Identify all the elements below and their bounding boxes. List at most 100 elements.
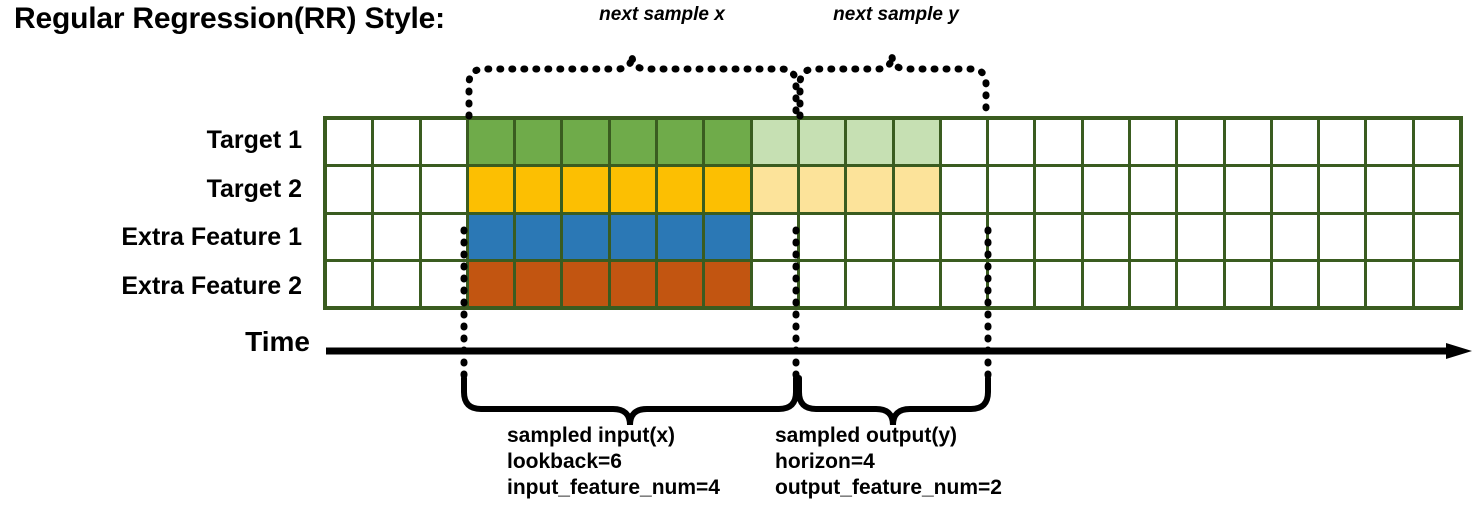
grid-cell [847,167,892,212]
grid-cell [752,167,797,212]
grid-cell [563,167,608,212]
grid-cell [1036,214,1081,259]
grid-cell [374,214,419,259]
grid-cell [1178,214,1223,259]
grid-cell [468,261,514,306]
grid-cell [1225,120,1270,165]
top-brace-label-next-sample-x: next sample x [599,4,725,25]
grid-cell [1367,167,1412,212]
grid-cell [1083,214,1128,259]
grid-cell [1414,214,1459,259]
grid-cell [1130,261,1176,306]
top-brace-next-sample-x [465,54,800,120]
grid-cell [1414,120,1459,165]
row-label-target-1: Target 1 [206,126,302,154]
grid-cell [1225,214,1270,259]
grid-cell [658,120,703,165]
grid-cell [1414,261,1459,306]
grid-cell [327,120,372,165]
time-axis-label: Time [245,326,310,357]
note-sampled-input: sampled input(x) lookback=6 input_featur… [507,423,720,501]
grid-cell [421,261,466,306]
grid-cell [799,261,845,306]
grid-cell [374,261,419,306]
grid-cell [705,214,750,259]
grid-cell [563,261,608,306]
grid-cell [1178,167,1223,212]
grid-cell [516,214,561,259]
grid-cell [1320,120,1365,165]
note-sampled-input-line-3: input_feature_num=4 [507,476,720,499]
page-title: Regular Regression(RR) Style: [14,2,445,35]
grid-cell [1178,261,1223,306]
grid-cell [327,167,372,212]
grid-cell [1272,261,1318,306]
time-axis-arrow-icon [326,343,1472,359]
row-label-target-2: Target 2 [206,174,302,203]
grid-cell [327,214,372,259]
grid-cell [847,120,892,165]
row-label-group: Target 1 Target 2 Extra Feature 1 Extra … [40,116,312,310]
grid-cell [1130,214,1176,259]
grid-cell [516,167,561,212]
grid-cell [374,167,419,212]
grid-cell [1225,261,1270,306]
grid-cell [1083,120,1128,165]
grid-cell [563,214,608,259]
grid-cell [705,261,750,306]
grid-cell [563,120,608,165]
grid-cell [752,214,797,259]
grid-cell [516,120,561,165]
grid-cell [1320,167,1365,212]
grid-cell [610,214,656,259]
grid-cell [421,120,466,165]
grid-cell [1178,120,1223,165]
grid-cell [989,214,1034,259]
grid-cell [941,214,987,259]
grid-cell [1225,167,1270,212]
grid-cell [468,167,514,212]
grid-cell [1130,167,1176,212]
grid-cell [1130,120,1176,165]
note-sampled-output-line-2: horizon=4 [775,450,875,473]
grid-cell [1036,261,1081,306]
grid-cell [1036,120,1081,165]
grid-cell [1272,120,1318,165]
top-brace-next-sample-y [796,54,990,120]
grid-cell [1036,167,1081,212]
grid-cell [799,167,845,212]
note-sampled-output: sampled output(y) horizon=4 output_featu… [775,423,1002,501]
timeseries-grid [323,116,1463,310]
grid-cell [1083,261,1128,306]
grid-cell [799,120,845,165]
grid-cell [421,214,466,259]
grid-cell [894,120,939,165]
grid-cell [327,261,372,306]
grid-cell [847,214,892,259]
grid-cell [1367,214,1412,259]
bottom-brace-sampled-input [461,375,799,426]
grid-cell [989,167,1034,212]
grid-cell [374,120,419,165]
note-sampled-input-line-2: lookback=6 [507,450,622,473]
grid-cell [658,261,703,306]
grid-cell [468,214,514,259]
grid-cell [1320,261,1365,306]
grid-cell [1272,214,1318,259]
grid-cell [658,214,703,259]
grid-cell [894,261,939,306]
grid-cell [1414,167,1459,212]
grid-cell [610,261,656,306]
grid-cell [705,167,750,212]
grid-cell [799,214,845,259]
bottom-brace-sampled-output [796,375,991,426]
grid-cell [847,261,892,306]
grid-cell [941,261,987,306]
grid-cell [1320,214,1365,259]
grid-cell [1367,261,1412,306]
grid-cell [752,120,797,165]
grid-cell [468,120,514,165]
row-label-extra-feature-1: Extra Feature 1 [121,223,302,251]
grid-cell [989,120,1034,165]
